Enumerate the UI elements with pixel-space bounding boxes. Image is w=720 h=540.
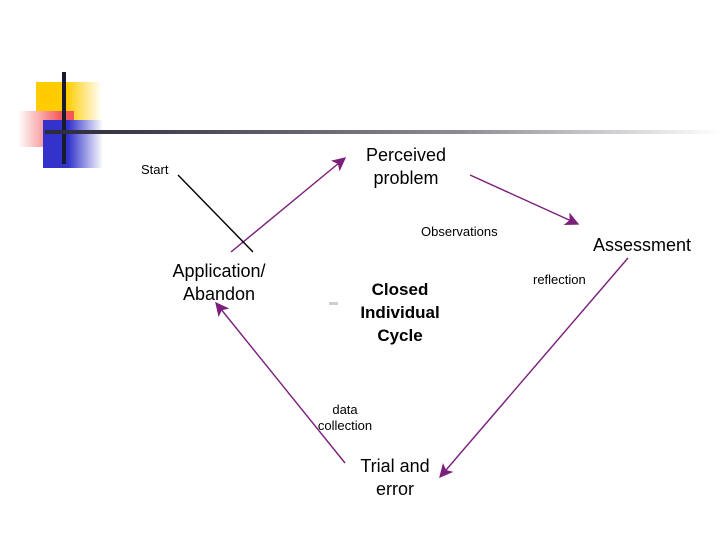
edge-label-data-collection-line-2: collection bbox=[317, 417, 373, 433]
arrow-trial-to-application bbox=[215, 301, 346, 464]
node-assessment-line-1: Assessment bbox=[592, 235, 692, 255]
center-label-line-2: Individual bbox=[360, 302, 440, 322]
edge-label-start: Start bbox=[141, 162, 168, 178]
node-perceived-problem-line-2: problem bbox=[373, 167, 439, 188]
start-leader-line bbox=[177, 174, 254, 253]
node-application-abandon-line-2: Abandon bbox=[182, 283, 256, 304]
edge-label-reflection: reflection bbox=[533, 272, 586, 288]
center-cycle-label: Closed Individual Cycle bbox=[334, 279, 466, 348]
arrow-application-to-perceived bbox=[230, 157, 347, 253]
logo-vertical-bar bbox=[62, 72, 66, 164]
node-trial-and-error-line-1: Trial and bbox=[360, 456, 430, 476]
node-perceived-problem: Perceived problem bbox=[361, 144, 451, 189]
edge-label-reflection-line-1: reflection bbox=[533, 272, 586, 287]
node-perceived-problem-line-1: Perceived bbox=[365, 145, 447, 165]
edge-label-observations: Observations bbox=[421, 224, 498, 240]
arrow-assessment-to-trial bbox=[439, 257, 629, 479]
edge-label-data-collection: data collection bbox=[305, 402, 385, 433]
edge-label-start-line-1: Start bbox=[141, 162, 169, 177]
stray-mark-artifact bbox=[329, 302, 338, 305]
node-trial-and-error: Trial and error bbox=[350, 455, 440, 500]
node-application-abandon-line-1: Application/ bbox=[172, 261, 266, 281]
node-trial-and-error-line-2: error bbox=[375, 478, 414, 499]
center-label-line-1: Closed bbox=[371, 280, 429, 299]
edge-label-observations-line-1: Observations bbox=[421, 224, 498, 239]
edge-label-data-collection-line-1: data bbox=[332, 402, 358, 417]
arrow-perceived-to-assessment bbox=[469, 174, 580, 226]
center-label-line-3: Cycle bbox=[377, 325, 423, 345]
header-horizontal-rule bbox=[45, 130, 720, 134]
node-application-abandon: Application/ Abandon bbox=[162, 260, 276, 305]
logo-blue-square bbox=[43, 120, 103, 168]
decorative-logo bbox=[0, 60, 720, 170]
node-assessment: Assessment bbox=[583, 234, 701, 257]
